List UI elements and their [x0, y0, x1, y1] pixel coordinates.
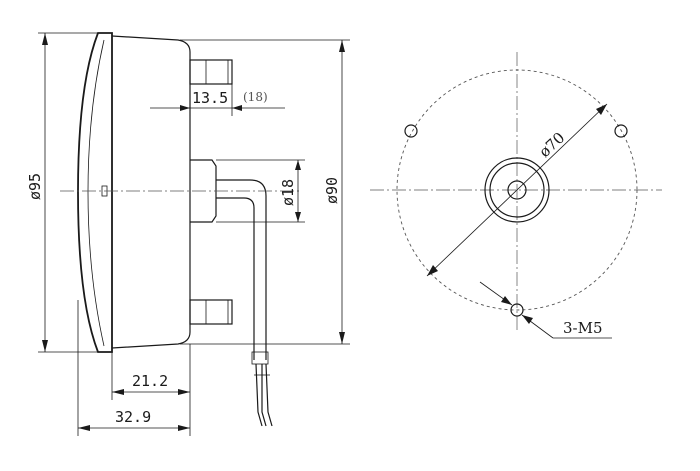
- dim-18-ref-label: (18): [243, 90, 268, 104]
- dim70-line: [426, 103, 608, 277]
- side-view: ø95 ø90 ø18 13.5 (18) 21.2: [26, 32, 350, 436]
- bolt-hole-top-left: [404, 124, 418, 138]
- outer-dashed-circle: [396, 69, 638, 311]
- cable-outer: [216, 179, 267, 360]
- dim-13-5-label: 13.5: [192, 89, 228, 107]
- bottom-stud: [189, 299, 233, 325]
- top-stud: [189, 59, 233, 85]
- dim-dia70-label: ø70: [535, 129, 568, 161]
- thread-note-label: 3-M5: [563, 319, 603, 337]
- front-view: ø70 3-M5: [370, 52, 662, 339]
- bolt-hole-top-right: [614, 124, 628, 138]
- housing-body: [111, 35, 191, 349]
- cable-inner: [216, 197, 255, 360]
- dim-dia95-label: ø95: [26, 173, 44, 200]
- cable-wires: [251, 351, 273, 427]
- lens-outline: [77, 32, 113, 353]
- dim-dia90-label: ø90: [323, 177, 341, 204]
- boss-inner-circle: [489, 162, 545, 218]
- dim-32-9-label: 32.9: [115, 408, 151, 426]
- dim-21-2-label: 21.2: [132, 372, 168, 390]
- boss-outer-circle: [484, 157, 550, 223]
- boss-hole: [507, 180, 527, 200]
- dim-dia18-label: ø18: [279, 179, 297, 206]
- bolt-hole-bottom: [510, 303, 524, 317]
- lens-inner-line: [87, 39, 105, 347]
